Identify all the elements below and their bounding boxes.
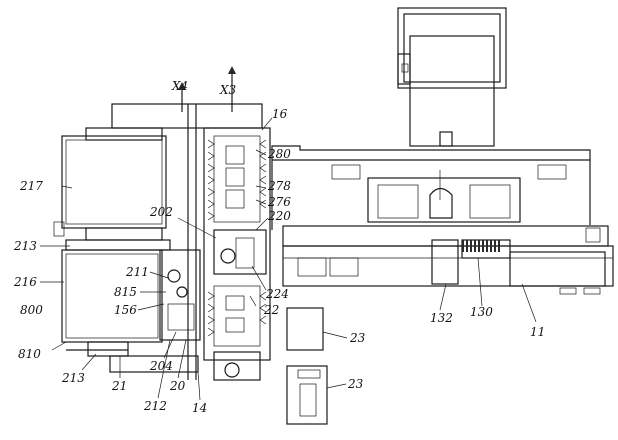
ref-132: 132 [430, 311, 453, 325]
axis-label-x4: X4 [171, 79, 188, 93]
ref-16: 16 [272, 107, 288, 121]
ref-20: 20 [169, 379, 186, 393]
ref-815: 815 [114, 285, 137, 299]
main-machine-body [271, 145, 614, 295]
ref-21: 21 [111, 379, 127, 393]
ref-220: 220 [267, 209, 291, 223]
axis-label-x3: X3 [219, 83, 237, 97]
tool-pockets-lower [207, 291, 267, 337]
lower-pallet-800 [61, 239, 201, 373]
vertical-rail-column [111, 66, 271, 381]
ref-800: 800 [20, 303, 43, 317]
ref-14: 14 [192, 401, 207, 415]
ref-23-lower: 23 [347, 377, 364, 391]
ref-216: 216 [13, 275, 37, 289]
ref-130: 130 [470, 305, 493, 319]
rack-teeth [462, 240, 500, 252]
ref-204: 204 [149, 359, 173, 373]
tool-pockets-upper [207, 139, 267, 221]
ref-810: 810 [18, 347, 41, 361]
ref-280: 280 [267, 147, 291, 161]
ref-278: 278 [267, 179, 291, 193]
ref-212: 212 [143, 399, 167, 413]
ref-202: 202 [149, 205, 173, 219]
ref-217: 217 [19, 179, 43, 193]
ref-276: 276 [267, 195, 291, 209]
ref-213-lower: 213 [61, 371, 85, 385]
ref-11: 11 [530, 325, 545, 339]
ref-213-upper: 213 [13, 239, 37, 253]
ref-211: 211 [125, 265, 149, 279]
ref-224: 224 [265, 287, 289, 301]
control-box-lower [286, 365, 328, 425]
control-box-upper [286, 307, 324, 351]
ref-22: 22 [263, 303, 279, 317]
ref-156: 156 [114, 303, 137, 317]
ref-23-upper: 23 [349, 331, 366, 345]
leader-lines [40, 117, 537, 401]
upper-pallet-217 [53, 127, 167, 241]
overhead-gantry [397, 7, 507, 147]
